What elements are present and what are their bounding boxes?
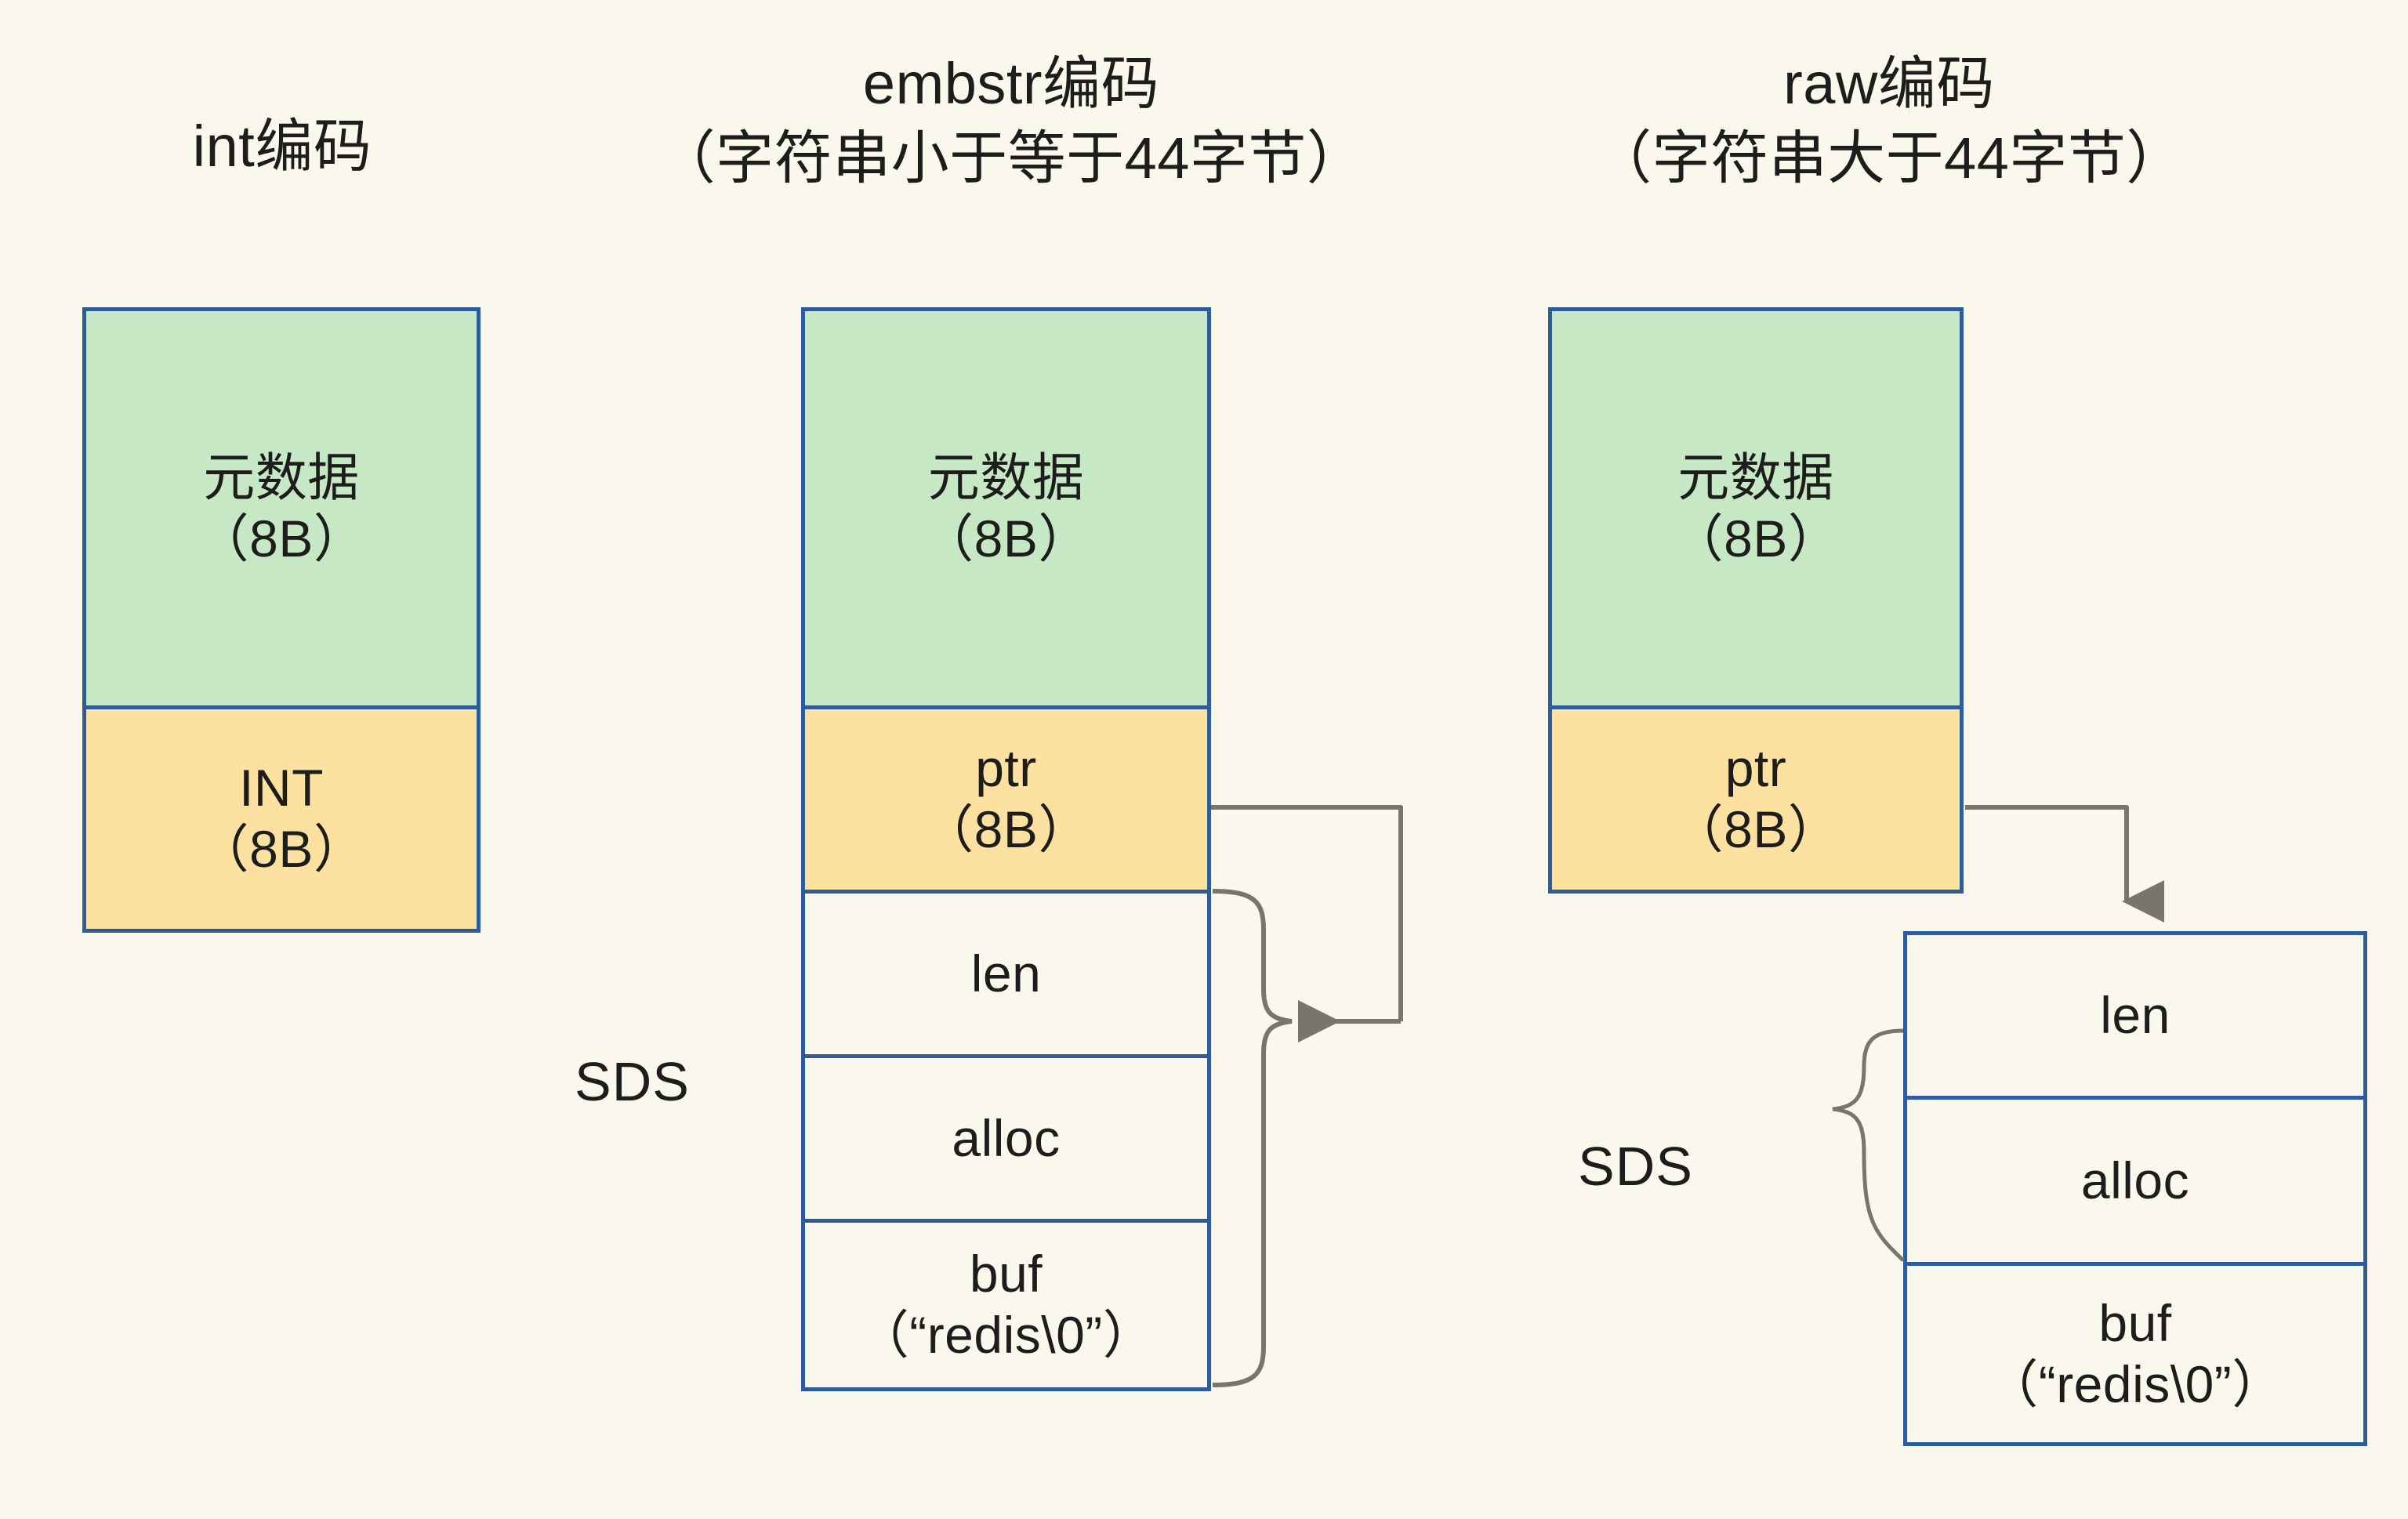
heading-int-encoding: int编码 bbox=[192, 114, 372, 179]
embstr-ptr-cell: ptr （8B） bbox=[801, 709, 1211, 894]
raw-metadata-cell: 元数据 （8B） bbox=[1548, 307, 1964, 709]
embstr-sds-brace bbox=[1212, 889, 1293, 1387]
embstr-sds-buf-cell: buf （“redis\0”） bbox=[801, 1223, 1211, 1391]
embstr-ptr-arrow-path bbox=[1211, 805, 1403, 1021]
raw-sds-alloc-cell: alloc bbox=[1903, 1100, 2367, 1266]
int-value-cell: INT （8B） bbox=[82, 709, 481, 933]
heading-raw-encoding: raw编码 （字符串大于44字节） bbox=[1594, 51, 2185, 190]
heading-embstr-encoding: embstr编码 （字符串小于等于44字节） bbox=[657, 51, 1365, 190]
raw-sds-len-cell: len bbox=[1903, 931, 2367, 1100]
raw-ptr-cell: ptr （8B） bbox=[1548, 709, 1964, 894]
embstr-sds-len-cell: len bbox=[801, 894, 1211, 1058]
raw-sds-label: SDS bbox=[1578, 1136, 1693, 1197]
embstr-metadata-cell: 元数据 （8B） bbox=[801, 307, 1211, 709]
int-metadata-cell: 元数据 （8B） bbox=[82, 307, 481, 709]
raw-sds-brace bbox=[1832, 1028, 1905, 1262]
raw-sds-buf-cell: buf （“redis\0”） bbox=[1903, 1266, 2367, 1446]
embstr-sds-alloc-cell: alloc bbox=[801, 1058, 1211, 1223]
embstr-sds-label: SDS bbox=[575, 1051, 690, 1112]
raw-ptr-arrow bbox=[1965, 805, 2164, 923]
